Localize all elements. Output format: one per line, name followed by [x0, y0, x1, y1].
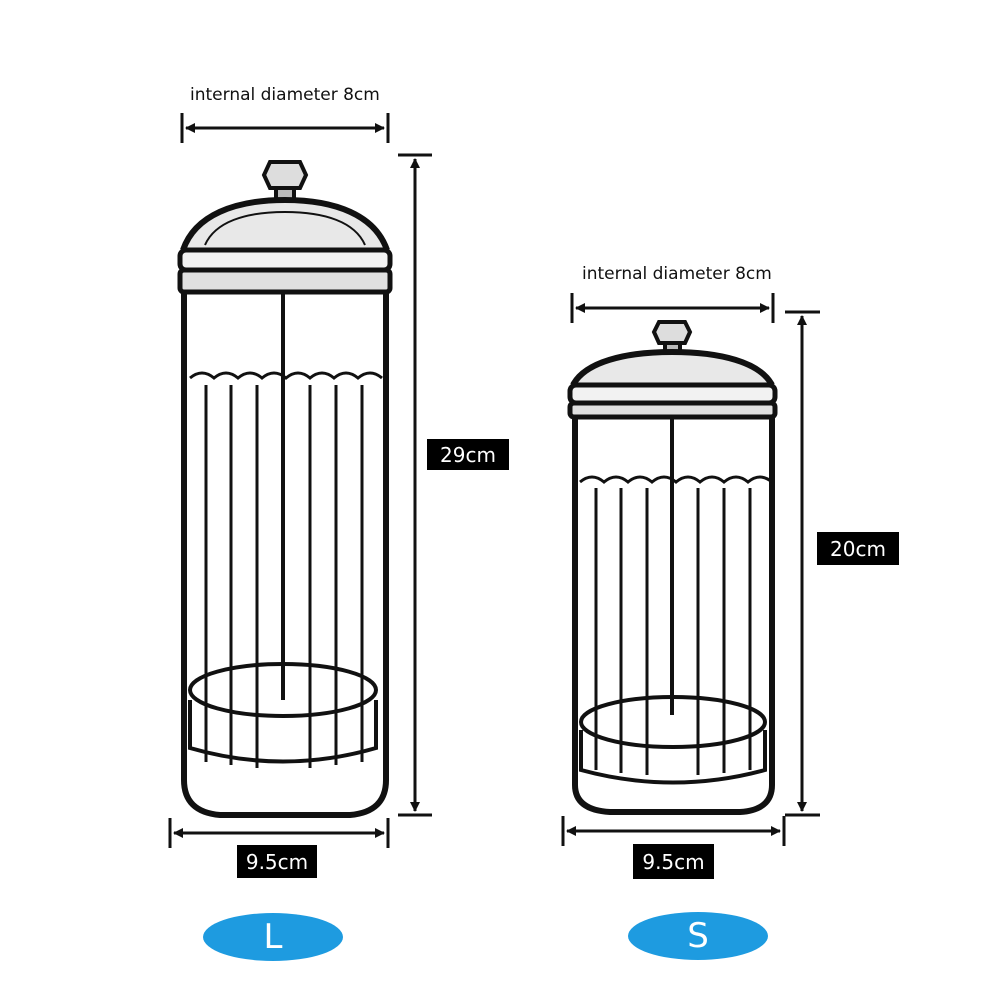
small-width-arrow	[561, 816, 786, 846]
small-jar	[567, 320, 778, 815]
large-diameter-arrow	[180, 113, 390, 143]
large-height-label: 29cm	[427, 439, 509, 470]
small-height-arrow	[785, 310, 820, 817]
small-diameter-arrow	[570, 293, 775, 323]
small-internal-diameter-label: internal diameter 8cm	[582, 264, 772, 284]
small-width-label: 9.5cm	[633, 844, 714, 879]
size-badge-small: S	[628, 912, 768, 960]
large-internal-diameter-label: internal diameter 8cm	[190, 85, 380, 105]
large-jar	[177, 160, 393, 818]
size-badge-large: L	[203, 913, 343, 961]
large-height-arrow	[398, 153, 432, 817]
large-width-label: 9.5cm	[237, 845, 317, 878]
large-width-arrow	[168, 818, 390, 848]
small-height-label: 20cm	[817, 532, 899, 565]
